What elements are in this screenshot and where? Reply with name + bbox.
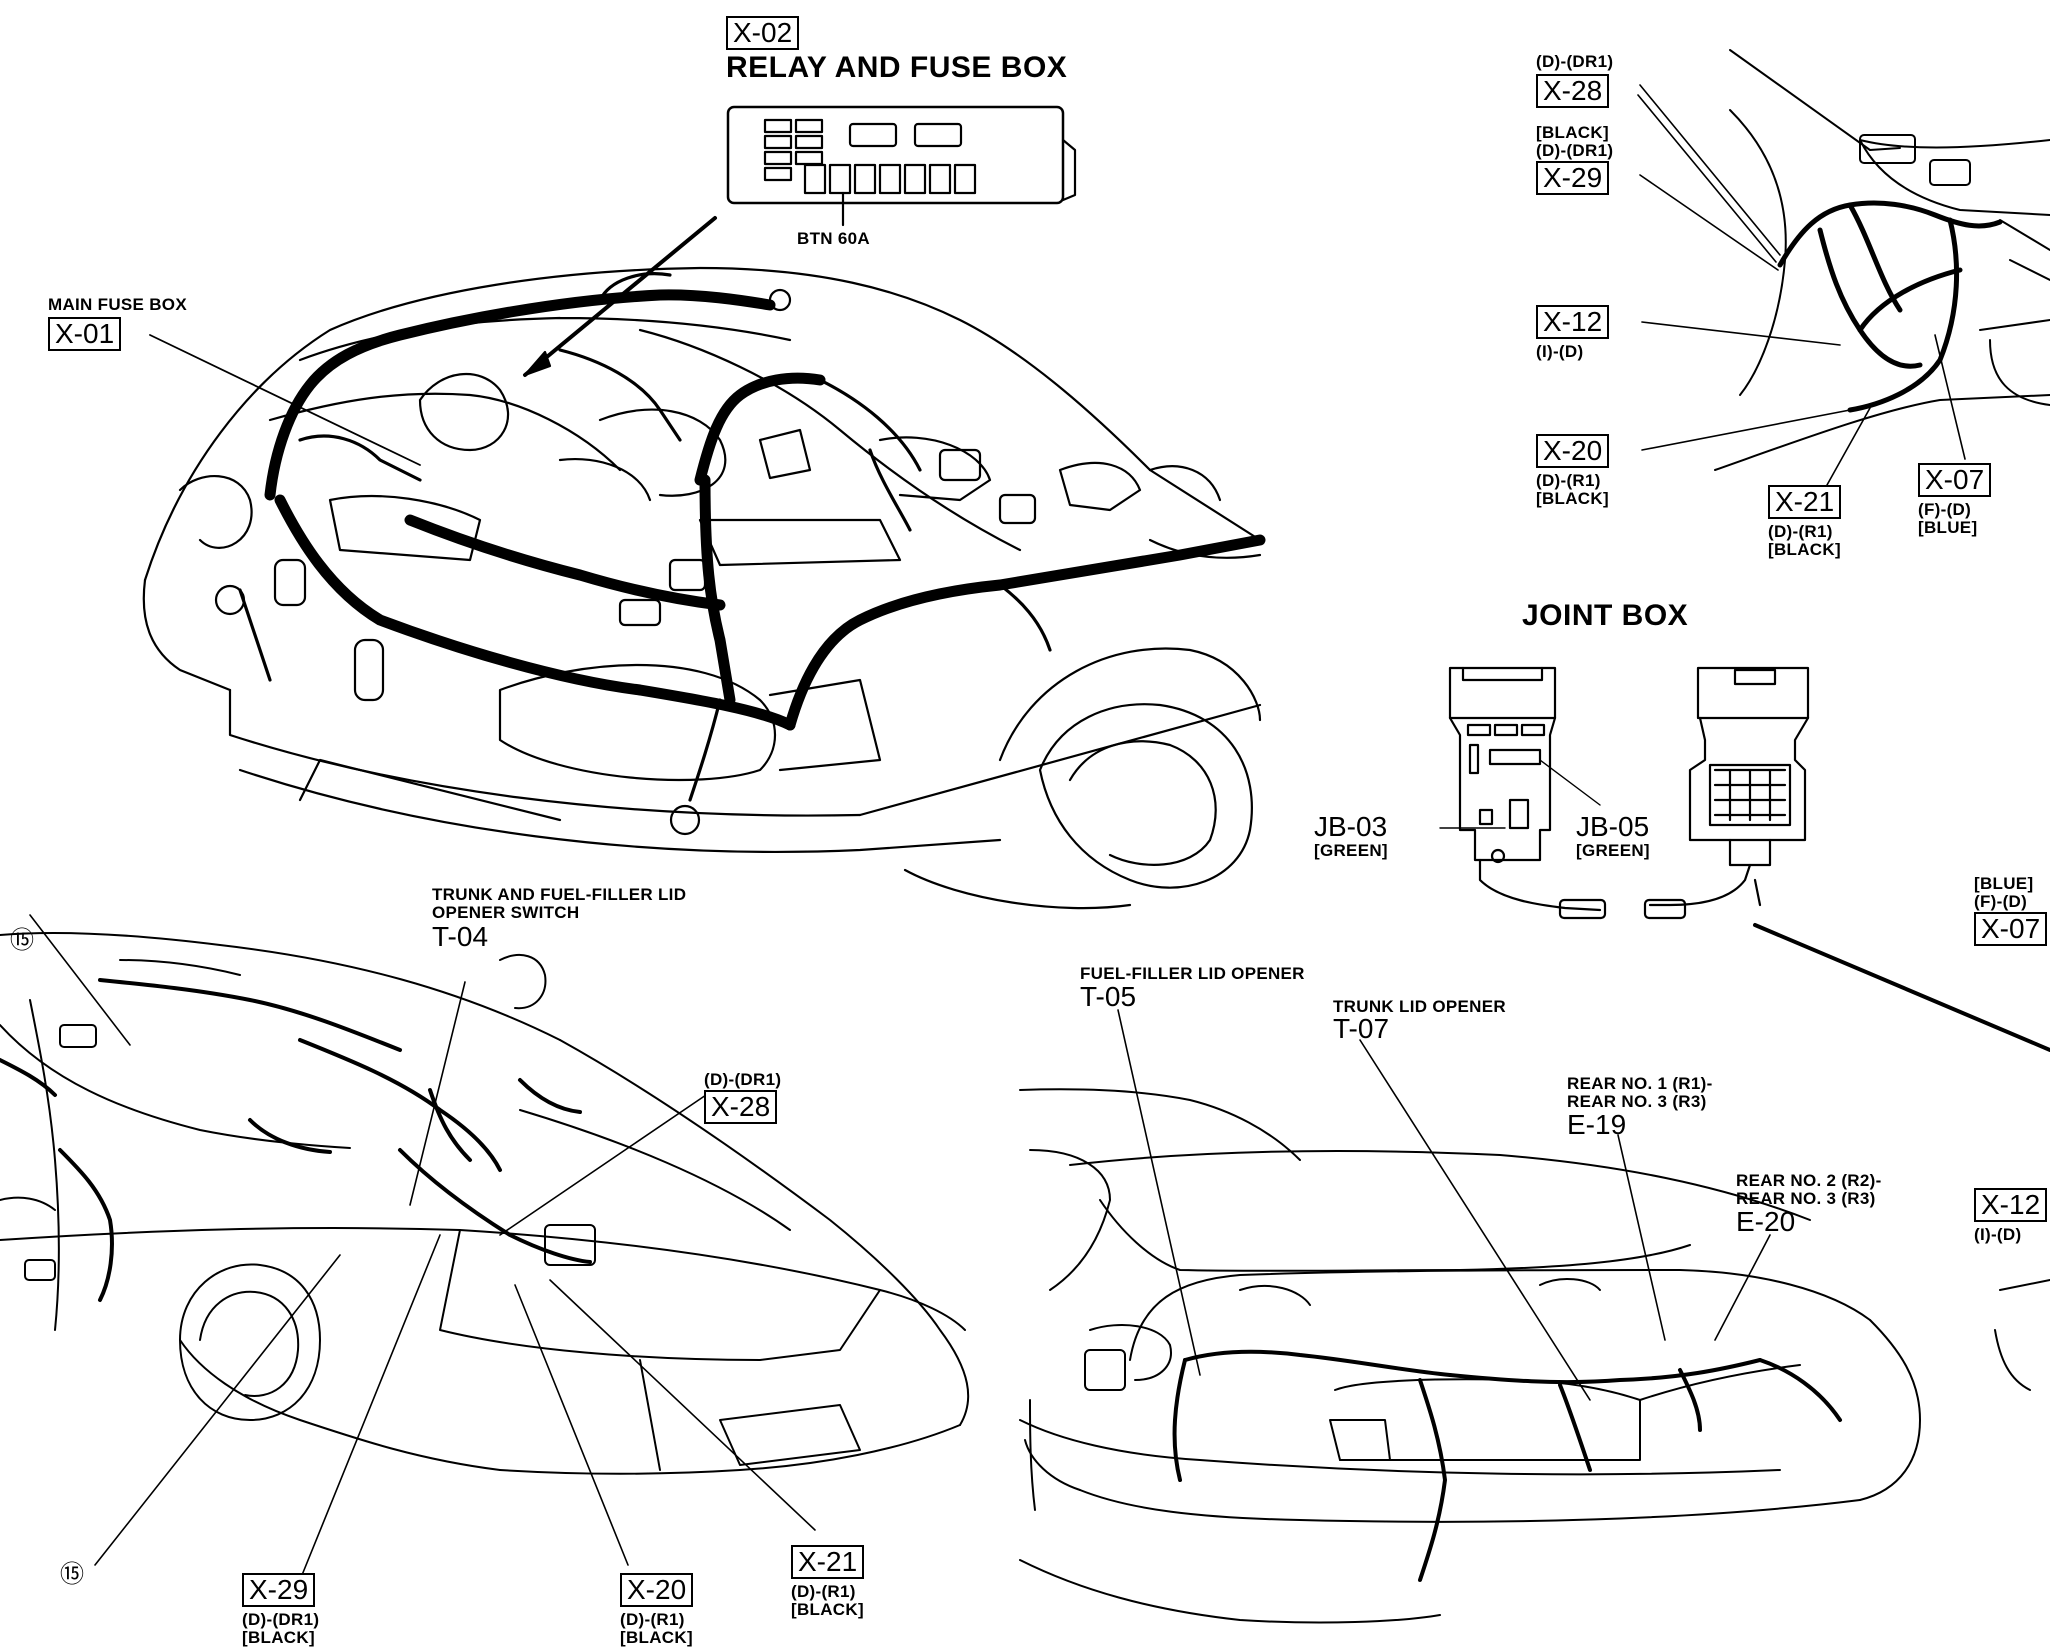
tr-x20-color: [BLACK] — [1536, 489, 1609, 508]
rear-car-drawing — [1019, 1088, 2050, 1624]
joint-box-title: JOINT BOX — [1522, 599, 1689, 632]
jb05-code: JB-05 — [1576, 811, 1650, 842]
dashboard-leaders — [1637, 84, 1966, 486]
jb05-color: [GREEN] — [1576, 841, 1650, 860]
e20-code: E-20 — [1736, 1206, 1796, 1237]
tr-x29-color: [BLACK] — [1536, 123, 1609, 142]
e20-label-line2: REAR NO. 3 (R3) — [1736, 1189, 1876, 1208]
t05-label: FUEL-FILLER LID OPENER — [1080, 964, 1305, 983]
tr-x21-code: X-21 — [1768, 485, 1842, 519]
e19-label-line2: REAR NO. 3 (R3) — [1567, 1092, 1707, 1111]
interior-leaders — [29, 914, 816, 1581]
t04-label-line2: OPENER SWITCH — [432, 903, 580, 922]
tr-x29-condition: (D)-(DR1) — [1536, 141, 1614, 160]
bl-x21-condition: (D)-(R1) — [791, 1582, 856, 1601]
bl-x21-color: [BLACK] — [791, 1600, 864, 1619]
t04-code: T-04 — [432, 921, 489, 952]
tr-x07-code: X-07 — [1918, 463, 1992, 497]
joint-box-drawing — [1439, 666, 2050, 1052]
front-harness-drawing — [264, 289, 1266, 731]
tr-x07-color: [BLUE] — [1918, 518, 1978, 537]
relay-box-code: X-02 — [726, 16, 800, 50]
tr-x07-condition: (F)-(D) — [1918, 500, 1972, 519]
front-car-drawing — [142, 105, 1262, 910]
bl-x20-condition: (D)-(R1) — [620, 1610, 685, 1629]
interior-harness — [0, 978, 592, 1302]
tr-x28-condition: (D)-(DR1) — [1536, 52, 1614, 71]
relay-box-title: RELAY AND FUSE BOX — [726, 51, 1068, 84]
rear-harness — [1172, 1349, 1842, 1582]
jb03-code: JB-03 — [1314, 811, 1388, 842]
tr-x29-code: X-29 — [1536, 161, 1610, 195]
e20-label-line1: REAR NO. 2 (R2)- — [1736, 1171, 1882, 1190]
btn-60a-label: BTN 60A — [797, 229, 870, 248]
bl-x28-condition: (D)-(DR1) — [704, 1070, 782, 1089]
re-x07-code: X-07 — [1974, 912, 2048, 946]
front-harness-thin — [238, 272, 1052, 802]
dashboard-harness — [1777, 200, 2003, 413]
bl-x20-code: X-20 — [620, 1573, 694, 1607]
t07-code: T-07 — [1333, 1013, 1390, 1044]
t04-label-line1: TRUNK AND FUEL-FILLER LID — [432, 885, 687, 904]
e19-code: E-19 — [1567, 1109, 1627, 1140]
tr-x20-code: X-20 — [1536, 434, 1610, 468]
re-x07-condition: (F)-(D) — [1974, 892, 2028, 911]
bl-x29-code: X-29 — [242, 1573, 316, 1607]
main-fuse-code: X-01 — [48, 317, 122, 351]
tr-x20-condition: (D)-(R1) — [1536, 471, 1601, 490]
tr-x28-code: X-28 — [1536, 74, 1610, 108]
tr-x12-condition: (I)-(D) — [1536, 342, 1584, 361]
interior-car-drawing — [0, 932, 970, 1475]
bl-x29-condition: (D)-(DR1) — [242, 1610, 320, 1629]
t05-code: T-05 — [1080, 981, 1137, 1012]
t07-label: TRUNK LID OPENER — [1333, 997, 1506, 1016]
re-x07-color: [BLUE] — [1974, 874, 2034, 893]
bl-x28-code: X-28 — [704, 1090, 778, 1124]
bl-x29-color: [BLACK] — [242, 1628, 315, 1647]
dashboard-drawing — [1714, 49, 2050, 471]
re-x12-condition: (I)-(D) — [1974, 1225, 2022, 1244]
jb03-color: [GREEN] — [1314, 841, 1388, 860]
tr-x12-code: X-12 — [1536, 305, 1610, 339]
callout-15-bottom: ⑮ — [60, 1560, 84, 1588]
re-x12-code: X-12 — [1974, 1188, 2048, 1222]
callout-15-top: ⑮ — [10, 926, 34, 954]
main-fuse-label: MAIN FUSE BOX — [48, 295, 187, 314]
bl-x20-color: [BLACK] — [620, 1628, 693, 1647]
bl-x21-code: X-21 — [791, 1545, 865, 1579]
tr-x21-condition: (D)-(R1) — [1768, 522, 1833, 541]
rear-leaders — [1117, 1009, 1771, 1401]
e19-label-line1: REAR NO. 1 (R1)- — [1567, 1074, 1713, 1093]
tr-x21-color: [BLACK] — [1768, 540, 1841, 559]
